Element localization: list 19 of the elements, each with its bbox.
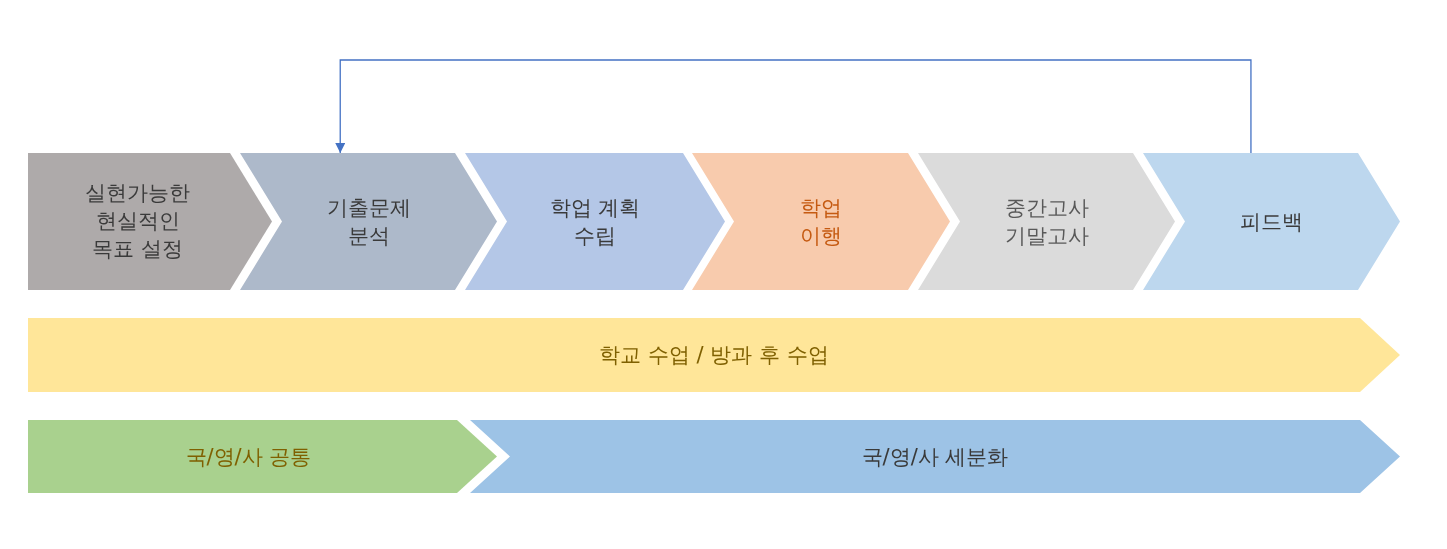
chevron-shape <box>918 153 1175 290</box>
step-label: 피드백 <box>1239 208 1304 236</box>
chevron-shape <box>1143 153 1400 290</box>
step-label: 국/영/사 세분화 <box>860 443 1010 471</box>
pentagon-band <box>28 318 1400 392</box>
feedback-arrow <box>335 59 1252 154</box>
chevron-shape <box>465 153 725 290</box>
step-label: 학업 이행 <box>799 194 843 250</box>
chevron-shape <box>28 153 272 290</box>
step-label: 학업 계획 수립 <box>548 194 642 250</box>
pentagon-band <box>28 420 497 493</box>
step-label: 중간고사 기말고사 <box>1003 194 1090 250</box>
chevron-shape <box>240 153 497 290</box>
chevron-band <box>470 420 1400 493</box>
step-label: 학교 수업 / 방과 후 수업 <box>598 341 830 369</box>
step-label: 기출문제 분석 <box>325 194 412 250</box>
step-label: 국/영/사 공통 <box>184 443 313 471</box>
chevron-shape <box>692 153 950 290</box>
step-label: 실현가능한 현실적인 목표 설정 <box>84 180 192 264</box>
